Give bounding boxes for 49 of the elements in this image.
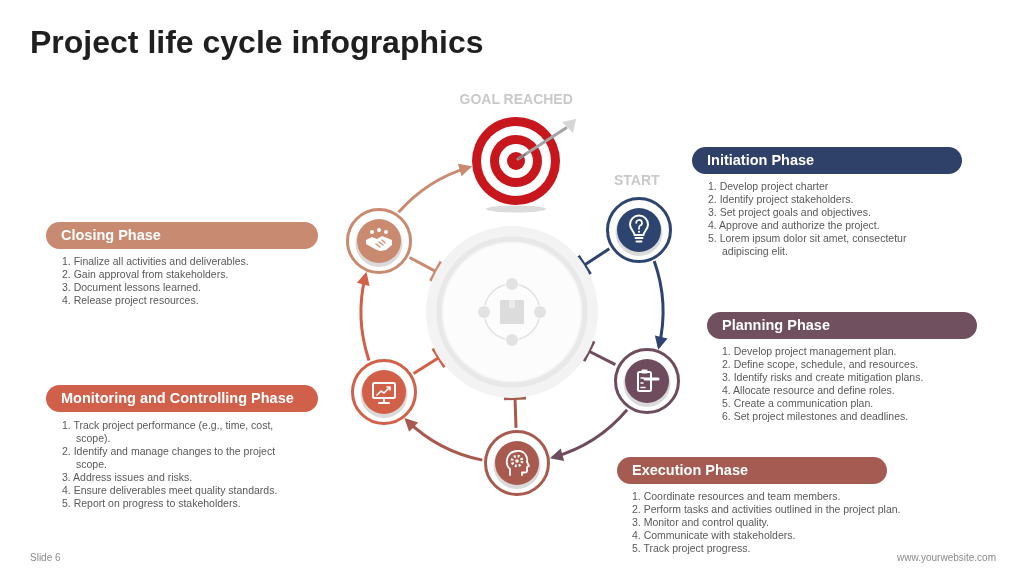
list-item: 3. Set project goals and objectives. (708, 206, 871, 219)
list-item: 5. Report on progress to stakeholders. (62, 497, 241, 510)
list-item: 2. Perform tasks and activities outlined in the project plan. (632, 503, 901, 516)
list-item: 4. Ensure deliverables meet quality standards. (62, 484, 278, 497)
phase-banner: Monitoring and Controlling Phase (46, 385, 318, 412)
list-item: 2. Identify and manage changes to the project scope. (62, 445, 277, 471)
curved-arrow (397, 164, 473, 214)
phase-banner: Planning Phase (707, 312, 977, 339)
phase-banner: Initiation Phase (692, 147, 962, 174)
list-item: 3. Address issues and risks. (62, 471, 193, 484)
curved-arrow (652, 260, 668, 350)
bar-end-connector (408, 256, 444, 283)
list-item: 1. Track project performance (e.g., time, cost, scope). (62, 419, 275, 445)
curved-arrow (404, 418, 483, 462)
slide-number: Slide 6 (30, 552, 61, 564)
phase-banner: Closing Phase (46, 222, 318, 249)
phase-circle (350, 359, 417, 425)
hub-ring (426, 226, 598, 398)
phase-circle (484, 429, 551, 496)
list-item: 2. Gain approval from stakeholders. (62, 268, 229, 281)
list-item: 1. Finalize all activities and deliverables. (62, 255, 249, 268)
list-item: 5. Lorem ipsum dolor sit amet, consectetur adipiscing elit. (708, 232, 908, 258)
bar-end-connector (576, 247, 611, 276)
list-item: 4. Communicate with stakeholders. (632, 529, 796, 542)
list-item: 3. Monitor and control quality. (632, 516, 769, 529)
bar-end-connector (503, 395, 527, 428)
bar-end-connector (412, 347, 447, 375)
bar-end-connector (581, 340, 617, 367)
slide-title: Project life cycle infographics (30, 23, 484, 62)
curved-arrow (549, 408, 629, 461)
list-item: 2. Define scope, schedule, and resources. (722, 358, 919, 371)
phase-circle (345, 208, 412, 275)
phase-circle (613, 347, 680, 414)
list-item: 4. Allocate resource and define roles. (722, 384, 895, 397)
list-item: 1. Develop project charter (708, 180, 829, 193)
list-item: 5. Track project progress. (632, 542, 751, 555)
list-item: 6. Set project milestones and deadlines. (722, 410, 909, 423)
list-item: 4. Release project resources. (62, 294, 199, 307)
list-item: 5. Create a communication plan. (722, 397, 874, 410)
website-url: www.yourwebsite.com (897, 552, 996, 564)
list-item: 4. Approve and authorize the project. (708, 219, 880, 232)
list-item: 3. Identify risks and create mitigation plans. (722, 371, 924, 384)
list-item: 1. Coordinate resources and team members. (632, 490, 841, 503)
phase-circle (605, 196, 672, 263)
curved-arrow (357, 271, 371, 361)
list-item: 3. Document lessons learned. (62, 281, 201, 294)
phase-banner: Execution Phase (617, 457, 887, 484)
list-item: 2. Identify project stakeholders. (708, 193, 854, 206)
list-item: 1. Develop project management plan. (722, 345, 897, 358)
